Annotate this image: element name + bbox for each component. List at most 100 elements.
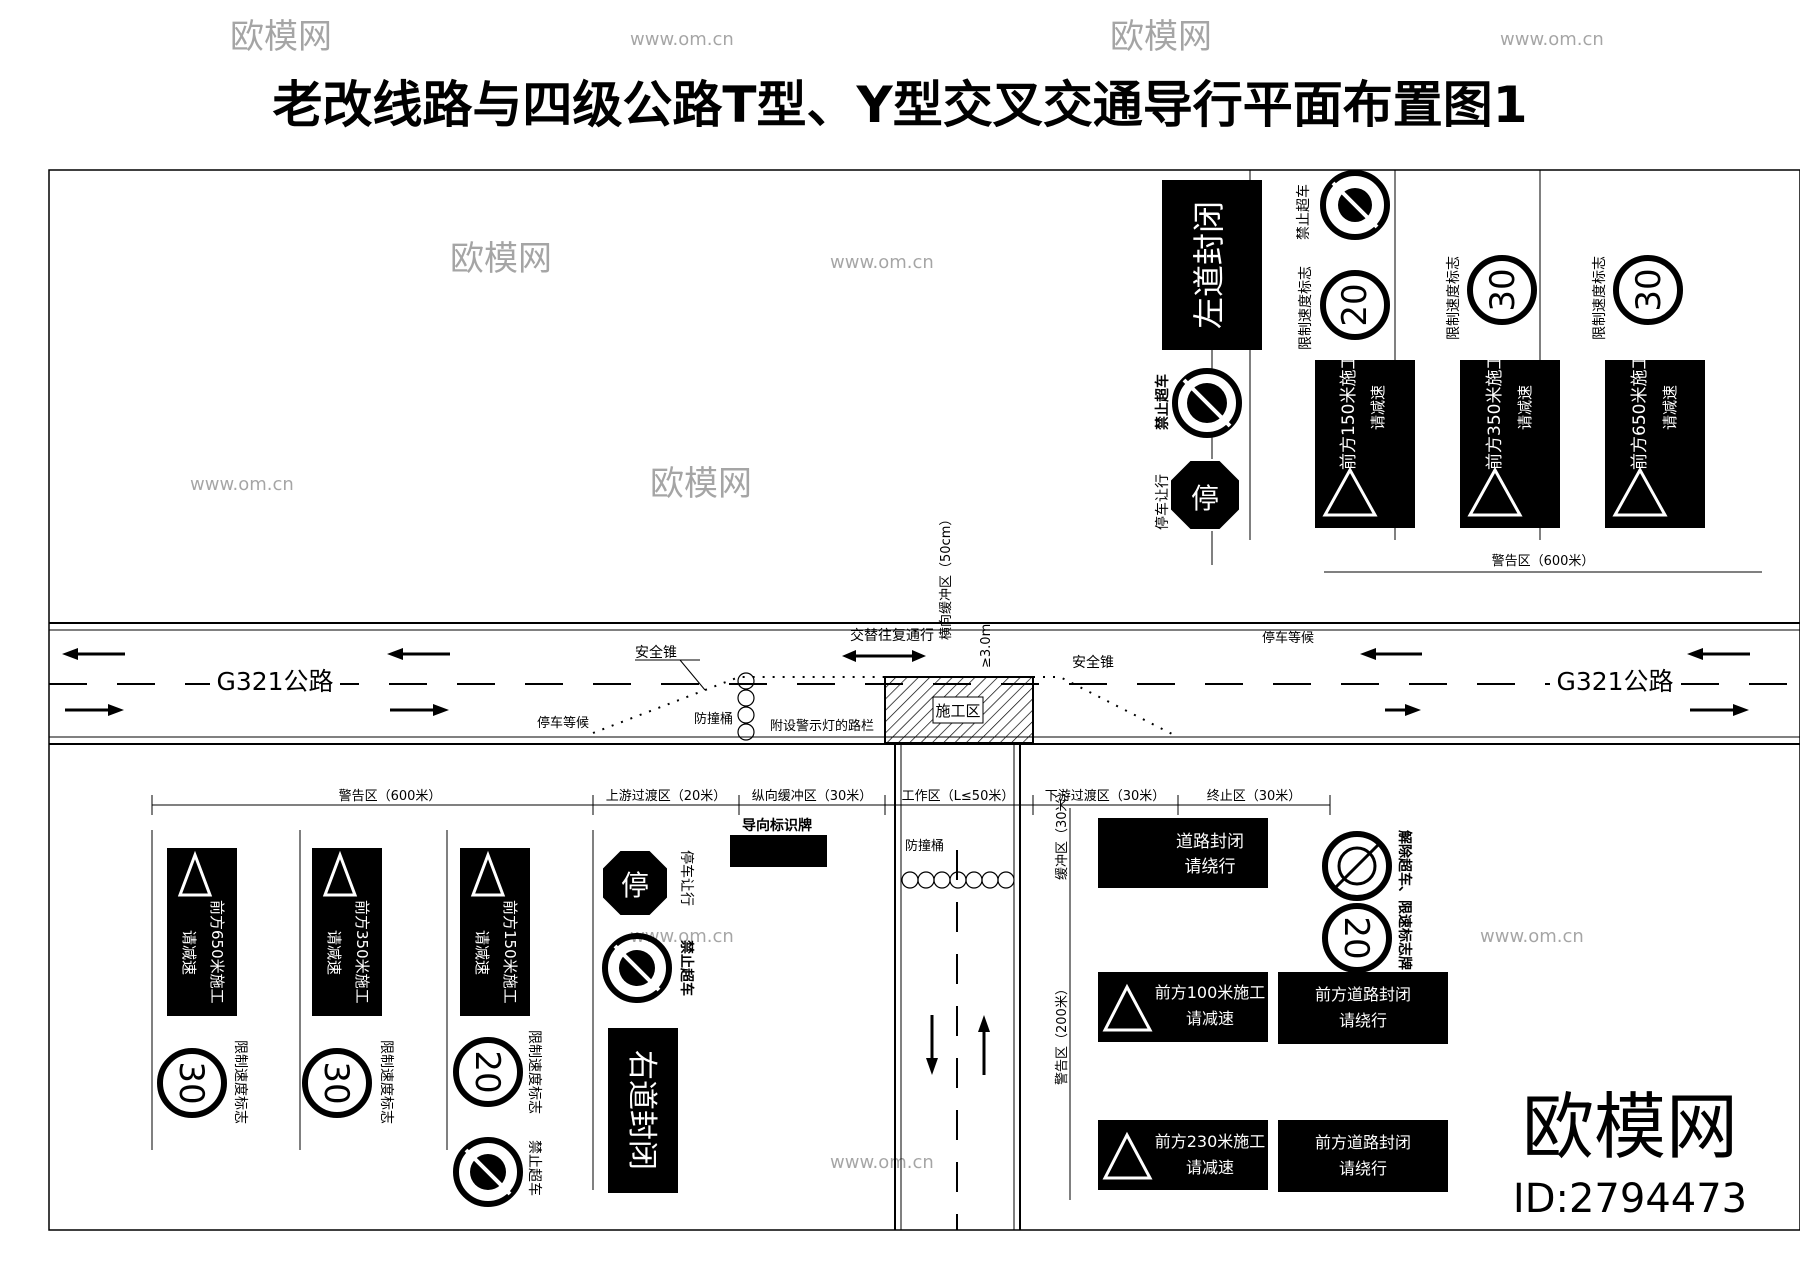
svg-text:www.om.cn: www.om.cn — [830, 252, 934, 273]
svg-text:20: 20 — [1335, 283, 1375, 326]
svg-text:www.om.cn: www.om.cn — [830, 1152, 934, 1173]
watermark-layer: 欧模网 www.om.cn 欧模网 www.om.cn 欧模网 www.om.c… — [190, 17, 1604, 1173]
crash-barrels — [737, 672, 755, 741]
zone-buffer-side: 缓冲区（30米） — [1055, 785, 1070, 880]
svg-text:30: 30 — [1629, 268, 1669, 311]
svg-text:前方道路封闭: 前方道路封闭 — [1315, 1133, 1411, 1152]
bottom-sign-150: 前方150米施工 请减速 20 限制速度标志 禁止超车 — [446, 830, 543, 1207]
svg-text:欧模网: 欧模网 — [230, 17, 332, 57]
svg-text:请减速: 请减速 — [1516, 385, 1534, 430]
road-name-right: G321公路 — [1556, 667, 1673, 696]
svg-text:前方350米施工: 前方350米施工 — [353, 900, 371, 1004]
svg-text:禁止超车: 禁止超车 — [526, 1140, 543, 1196]
svg-text:禁止超车: 禁止超车 — [1295, 184, 1312, 240]
svg-text:请绕行: 请绕行 — [1185, 857, 1236, 877]
svg-text:前方道路封闭: 前方道路封闭 — [1315, 985, 1411, 1004]
bottom-right-end-signs: 20 解除超车、限速标志牌 — [1322, 830, 1413, 973]
watermark-brand: 欧模网 — [1522, 1085, 1738, 1169]
lateral-buffer-label: 横向缓冲区（50cm） — [938, 513, 954, 640]
zone-warning-left: 警告区（600米） — [339, 788, 442, 804]
svg-text:前方230米施工: 前方230米施工 — [1155, 1132, 1266, 1151]
svg-text:请减速: 请减速 — [1369, 385, 1387, 430]
svg-text:道路封闭: 道路封闭 — [1176, 832, 1244, 852]
svg-text:欧模网: 欧模网 — [1110, 17, 1212, 57]
svg-text:前方650米施工: 前方650米施工 — [1630, 353, 1650, 470]
side-crash-barrels — [901, 871, 1015, 889]
left-lane-closed-text: 左道封闭 — [1190, 201, 1228, 329]
arrow-right-icon — [1690, 704, 1749, 716]
svg-text:限制速度标志: 限制速度标志 — [378, 1040, 394, 1124]
svg-text:www.om.cn: www.om.cn — [630, 29, 734, 50]
road-name-left: G321公路 — [216, 667, 333, 696]
svg-text:请减速: 请减速 — [1661, 385, 1679, 430]
downstream-cone-taper — [1033, 676, 1179, 738]
guide-sign-board — [730, 835, 827, 867]
alternate-traffic-label: 交替往复通行 — [850, 627, 934, 644]
side-barrier-label: 防撞桶 — [905, 838, 944, 854]
svg-text:20: 20 — [467, 1050, 507, 1093]
svg-text:限制速度标志: 限制速度标志 — [526, 1030, 542, 1114]
svg-text:前方650米施工: 前方650米施工 — [208, 900, 226, 1004]
drawing-title: 老改线路与四级公路T型、Y型交叉交通导行平面布置图1 — [272, 76, 1527, 134]
arrow-left-icon — [62, 648, 125, 660]
arrow-left-icon — [1687, 648, 1750, 660]
top-sign-150: 禁止超车 20 限制速度标志 前方150米施工 请减速 — [1249, 170, 1415, 540]
arrow-down-icon — [926, 1015, 938, 1075]
stop-char-bottom: 停 — [621, 869, 649, 902]
barrier-label: 防撞桶 — [694, 711, 733, 727]
bottom-right-road-closed-1: 道路封闭 请绕行 — [1069, 815, 1268, 890]
top-stop-yield-sign: 停 停车让行 — [1154, 459, 1241, 531]
svg-text:限制速度标志: 限制速度标志 — [232, 1040, 248, 1124]
top-sign-650: 30 限制速度标志 前方650米施工 请减速 — [1539, 170, 1705, 540]
svg-text:限制速度标志: 限制速度标志 — [1592, 256, 1608, 340]
safety-cone-label-right: 安全锥 — [1072, 654, 1114, 671]
double-arrow-icon — [842, 650, 926, 662]
zone-warning-right-top: 警告区（600米） — [1492, 553, 1595, 569]
svg-text:请减速: 请减速 — [325, 930, 343, 975]
top-sign-350: 30 限制速度标志 前方350米施工 请减速 — [1394, 170, 1560, 540]
svg-text:请绕行: 请绕行 — [1339, 1011, 1387, 1030]
svg-text:前方100米施工: 前方100米施工 — [1155, 983, 1266, 1002]
svg-text:20: 20 — [1336, 916, 1376, 959]
bottom-sign-650: 前方650米施工 请减速 30 限制速度标志 — [151, 830, 248, 1150]
arrow-right-icon — [390, 704, 449, 716]
svg-text:30: 30 — [171, 1061, 211, 1104]
work-zone-label: 施工区 — [935, 702, 980, 720]
zone-upstream-transition: 上游过渡区（20米） — [606, 788, 727, 804]
svg-text:30: 30 — [316, 1061, 356, 1104]
svg-text:请减速: 请减速 — [1186, 1158, 1234, 1177]
no-overtaking-top: 禁止超车 — [1154, 374, 1171, 430]
arrow-up-icon — [978, 1015, 990, 1075]
drawing-frame — [48, 169, 1800, 1231]
bottom-sign-350: 前方350米施工 请减速 30 限制速度标志 — [299, 830, 394, 1150]
stop-char-top: 停 — [1191, 482, 1219, 515]
svg-text:限制速度标志: 限制速度标志 — [1298, 266, 1314, 350]
arrow-left-icon — [1360, 648, 1422, 660]
svg-text:前方350米施工: 前方350米施工 — [1485, 353, 1505, 470]
end-no-overtaking-label: 解除超车、限速标志牌 — [1396, 830, 1413, 970]
top-no-overtaking-sign: 禁止超车 — [1154, 368, 1242, 438]
arrow-right-icon — [1385, 704, 1421, 716]
svg-text:限制速度标志: 限制速度标志 — [1446, 256, 1462, 340]
zone-warning-side: 警告区（200米） — [1054, 982, 1070, 1085]
svg-text:欧模网: 欧模网 — [450, 239, 552, 279]
top-left-lane-closed-sign: 左道封闭 — [1162, 180, 1262, 565]
road-arrows — [62, 648, 1750, 716]
svg-text:请绕行: 请绕行 — [1339, 1159, 1387, 1178]
svg-text:欧模网: 欧模网 — [650, 464, 752, 504]
svg-text:请减速: 请减速 — [1186, 1009, 1234, 1028]
watermark-id: ID:2794473 — [1513, 1176, 1747, 1222]
bottom-right-sign-100: 前方100米施工 请减速 前方道路封闭 请绕行 — [1069, 950, 1448, 1200]
stop-yield-top: 停车让行 — [1154, 474, 1171, 530]
svg-text:www.om.cn: www.om.cn — [1480, 926, 1584, 947]
bottom-stop-and-lane-closed: 停 停车让行 禁止超车 右道封闭 — [592, 830, 695, 1193]
zone-termination: 终止区（30米） — [1207, 788, 1302, 804]
zone-longitudinal-buffer: 纵向缓冲区（30米） — [752, 788, 873, 804]
zone-downstream-transition: 下游过渡区（30米） — [1045, 788, 1166, 804]
min-width-label: ≥3.0m — [979, 624, 994, 668]
guide-sign-label: 导向标识牌 — [742, 817, 812, 834]
svg-text:前方150米施工: 前方150米施工 — [501, 900, 519, 1004]
svg-text:www.om.cn: www.om.cn — [190, 474, 294, 495]
svg-text:www.om.cn: www.om.cn — [630, 926, 734, 947]
